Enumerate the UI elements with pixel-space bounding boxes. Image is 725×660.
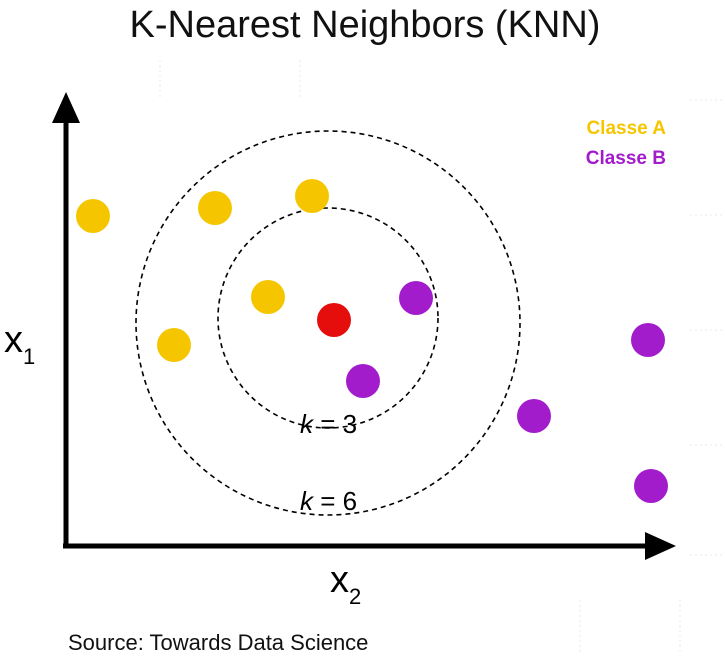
data-point: [76, 199, 110, 233]
data-point: [251, 280, 285, 314]
background-grid: [159, 60, 722, 655]
y-axis-arrowhead: [52, 92, 80, 123]
k3-neighborhood-circle: [217, 207, 439, 429]
source-caption: Source: Towards Data Science: [68, 630, 368, 655]
legend-class-b: Classe B: [586, 148, 666, 169]
data-point: [157, 328, 191, 362]
neighborhood-circles: [135, 130, 521, 516]
data-points: [76, 179, 668, 503]
query-point: [317, 303, 351, 337]
legend-class-a: Classe A: [586, 118, 666, 139]
k6-label: k = 6: [300, 486, 357, 516]
x-axis-label: x2: [330, 559, 361, 609]
diagram-title: K-Nearest Neighbors (KNN): [130, 4, 601, 46]
data-point: [295, 179, 329, 213]
data-point: [198, 191, 232, 225]
legend: Classe A Classe B: [586, 118, 667, 169]
k3-label: k = 3: [300, 409, 357, 439]
k6-neighborhood-circle: [135, 130, 521, 516]
data-point: [634, 469, 668, 503]
data-point: [631, 323, 665, 357]
axes: [52, 92, 676, 560]
data-point: [346, 364, 380, 398]
x-axis-arrowhead: [645, 532, 676, 560]
data-point: [399, 281, 433, 315]
data-point: [517, 399, 551, 433]
y-axis-label: x1: [4, 319, 35, 369]
